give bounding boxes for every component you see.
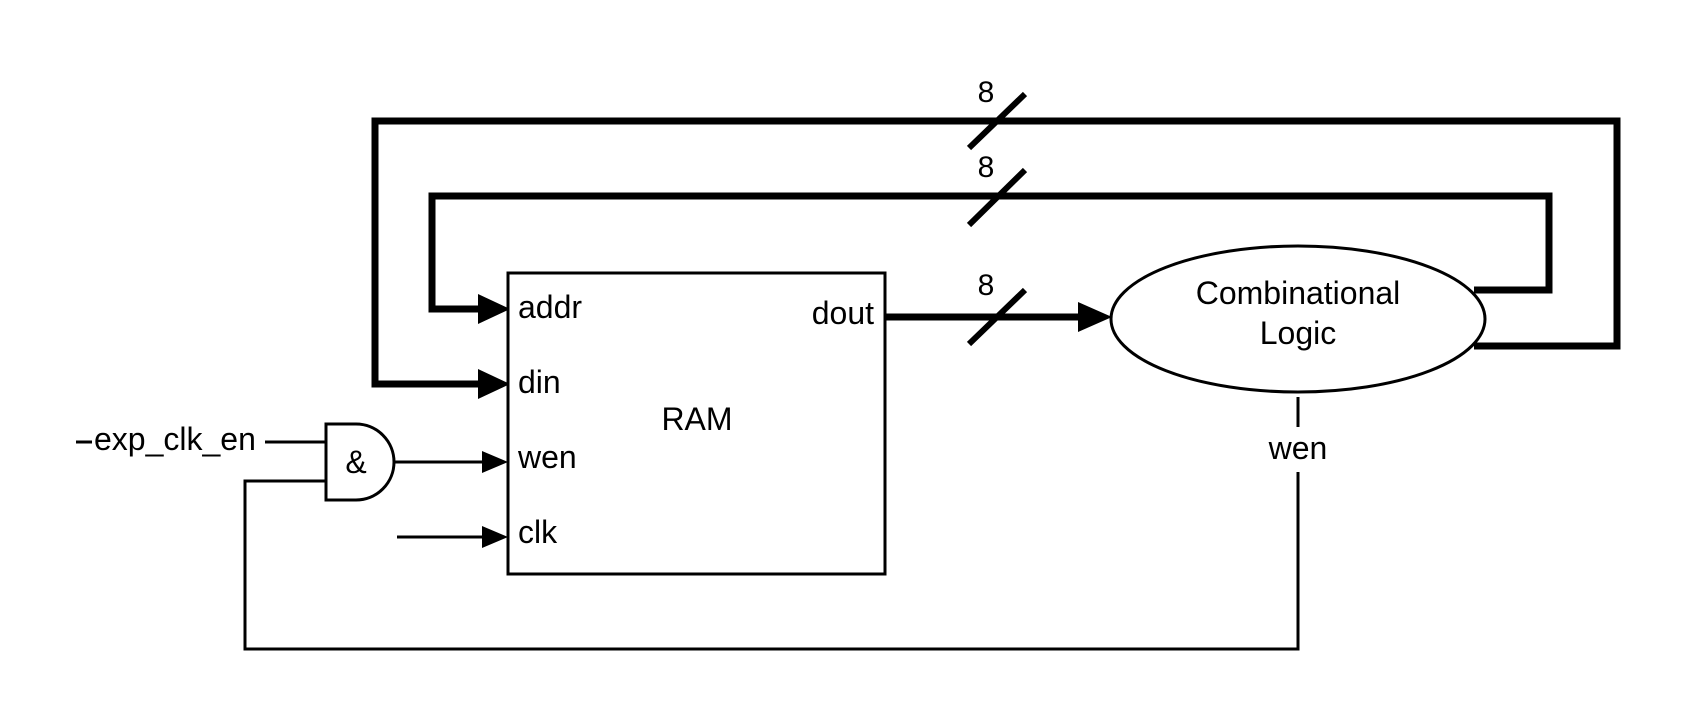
logic-wen-label: wen [1268,430,1328,466]
and-gate-symbol: & [345,444,366,480]
combinational-logic-label-line2: Logic [1260,315,1337,351]
ram-port-din: din [518,364,561,400]
top-bus-width-label: 8 [978,76,995,109]
clk-arrowhead [482,526,508,548]
combinational-logic-label-line1: Combinational [1196,275,1401,311]
data-bus-slash [966,287,1028,347]
ram-title: RAM [661,401,732,437]
addr-arrowhead [478,294,510,324]
combinational-logic-block [1109,244,1487,394]
din-arrowhead [478,369,510,399]
wen-feedback-wire [243,472,1300,651]
wen-arrowhead [482,451,508,473]
ram-port-wen: wen [517,439,577,475]
ram-port-dout: dout [812,295,874,331]
middle-bus-width-label: 8 [978,151,995,184]
and-gate [324,422,396,502]
ram-port-clk: clk [518,514,558,550]
exp-clk-en-label: exp_clk_en [94,421,256,457]
ram-block [506,271,887,576]
dout-arrowhead [1078,302,1112,332]
ram-port-addr: addr [518,289,582,325]
middle-bus-slash [966,167,1028,228]
top-bus-slash [966,91,1028,151]
middle-feedback-bus [428,192,1553,313]
data-bus-width-label: 8 [978,269,995,302]
